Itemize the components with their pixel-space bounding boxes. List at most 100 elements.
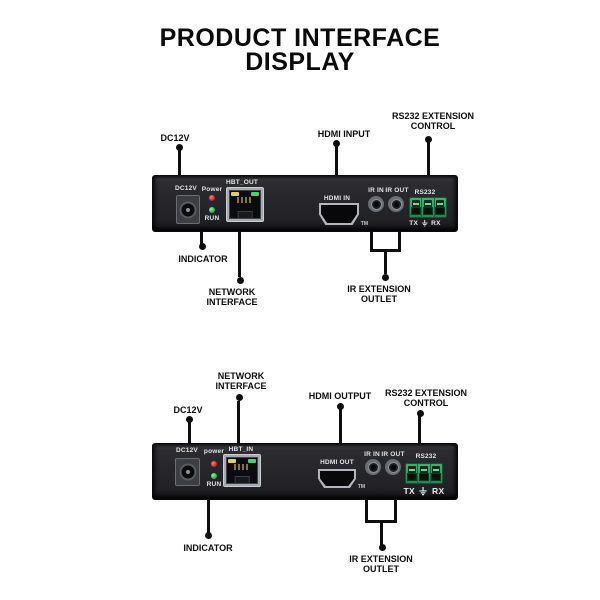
- hdmi-cavity: [320, 471, 354, 486]
- ir-bracket-line: [365, 520, 397, 523]
- callout-rs232-label: RS232 EXTENSION CONTROL: [391, 111, 475, 131]
- rs232-terminal-block: [409, 197, 447, 218]
- callout-line: [178, 150, 181, 176]
- page-title: PRODUCT INTERFACE DISPLAY: [159, 24, 441, 76]
- callout-line: [339, 409, 342, 443]
- hdmi-cavity: [321, 205, 357, 223]
- ir-out-label: IR OUT: [385, 187, 409, 194]
- power-led-label: Power: [201, 186, 223, 193]
- ir-out-jack: [385, 459, 401, 475]
- callout-dot: [425, 136, 432, 143]
- ir-bracket-line: [370, 231, 373, 251]
- ground-icon: [421, 220, 428, 227]
- terminal-pin: [418, 464, 431, 483]
- rj45-port: [223, 454, 261, 487]
- tx-label: TX: [409, 220, 419, 227]
- callout-line: [427, 142, 430, 176]
- hdmi-port-label: HDMI OUT: [320, 459, 354, 466]
- callout-indicator-label: INDICATOR: [183, 543, 233, 553]
- power-led-label: power: [203, 448, 225, 455]
- callout-dot: [333, 140, 340, 147]
- ir-bracket-line: [398, 231, 401, 251]
- callout-dot: [337, 403, 344, 410]
- dc-port-label: DC12V: [175, 185, 197, 192]
- callout-line: [384, 251, 387, 274]
- callout-rs232-label: RS232 EXTENSION CONTROL: [384, 388, 468, 408]
- callout-network-label: NETWORK INTERFACE: [215, 371, 267, 391]
- rj45-led-yellow: [231, 192, 239, 196]
- callout-line: [207, 500, 210, 533]
- callout-dot: [205, 532, 212, 539]
- ir-in-jack: [368, 196, 384, 212]
- callout-dc12v-label: DC12V: [160, 133, 190, 143]
- callout-dot: [382, 274, 389, 281]
- rj45-port: [226, 187, 264, 222]
- rs232-port-label: RS232: [414, 189, 436, 196]
- callout-network-label: NETWORK INTERFACE: [206, 287, 258, 307]
- tx-label: TX: [403, 486, 416, 496]
- rj45-pins: [233, 464, 251, 470]
- ir-bracket-line: [370, 249, 401, 252]
- hdmi-port: TM: [318, 469, 365, 490]
- callout-line: [335, 146, 338, 176]
- run-led: [209, 207, 215, 213]
- callout-dc12v-label: DC12V: [173, 405, 203, 415]
- callout-line: [418, 416, 421, 443]
- run-led-label: RUN: [206, 481, 222, 488]
- rj45-latch-slot: [237, 211, 253, 218]
- rs232-port-label: RS232: [415, 453, 437, 460]
- hdmi-tm-mark: TM: [357, 484, 365, 490]
- ir-in-jack: [365, 459, 381, 475]
- receiver-panel: DC12V power RUN HBT_IN HDMI OUT TM IR IN…: [152, 443, 458, 500]
- ground-icon: [419, 486, 428, 495]
- dc-port-label: DC12V: [176, 447, 198, 454]
- dc-power-jack: [176, 195, 200, 224]
- hdmi-tm-mark: TM: [360, 221, 368, 227]
- callout-hdmi-input-label: HDMI INPUT: [317, 129, 371, 139]
- ir-out-label: IR OUT: [381, 451, 405, 458]
- terminal-pin: [431, 464, 442, 483]
- callout-dot: [417, 410, 424, 417]
- callout-line: [237, 401, 240, 443]
- rj45-led-green: [248, 459, 256, 463]
- hdmi-port: TM: [319, 203, 368, 227]
- power-led: [211, 461, 217, 467]
- ir-out-jack: [388, 196, 404, 212]
- callout-dot: [236, 394, 243, 401]
- callout-indicator-label: INDICATOR: [178, 254, 228, 264]
- callout-dot: [237, 277, 244, 284]
- dc-jack-pin: [186, 207, 190, 212]
- callout-ir-label: IR EXTENSION OUTLET: [347, 284, 411, 304]
- callout-dot: [379, 544, 386, 551]
- ir-bracket-line: [394, 500, 397, 522]
- callout-dot: [176, 144, 183, 151]
- run-led-label: RUN: [204, 215, 220, 222]
- terminal-pin: [410, 198, 423, 217]
- rx-label: RX: [431, 220, 441, 227]
- callout-dot: [186, 416, 193, 423]
- transmitter-panel: DC12V Power RUN HBT_OUT HDMI IN TM IR IN…: [152, 175, 458, 232]
- dc-jack-pin: [185, 470, 190, 474]
- power-led: [209, 195, 215, 201]
- terminal-pin: [435, 198, 446, 217]
- terminal-pin: [406, 464, 419, 483]
- rj45-led-yellow: [228, 459, 236, 463]
- callout-line: [188, 422, 191, 443]
- callout-hdmi-output-label: HDMI OUTPUT: [308, 391, 372, 401]
- network-port-label: HBT_OUT: [225, 179, 259, 186]
- dc-power-jack: [175, 458, 200, 486]
- rx-label: RX: [432, 486, 445, 496]
- rj45-cavity: [226, 457, 258, 484]
- rj45-cavity: [229, 190, 261, 219]
- rj45-latch-slot: [234, 476, 250, 483]
- callout-line: [238, 231, 241, 277]
- ir-in-label: IR IN: [368, 187, 384, 194]
- callout-dot: [199, 243, 206, 250]
- rs232-terminal-block: [405, 463, 443, 484]
- rj45-led-green: [251, 192, 259, 196]
- terminal-pin: [422, 198, 435, 217]
- ir-bracket-line: [365, 500, 368, 522]
- ir-in-label: IR IN: [364, 451, 380, 458]
- callout-ir-label: IR EXTENSION OUTLET: [349, 554, 413, 574]
